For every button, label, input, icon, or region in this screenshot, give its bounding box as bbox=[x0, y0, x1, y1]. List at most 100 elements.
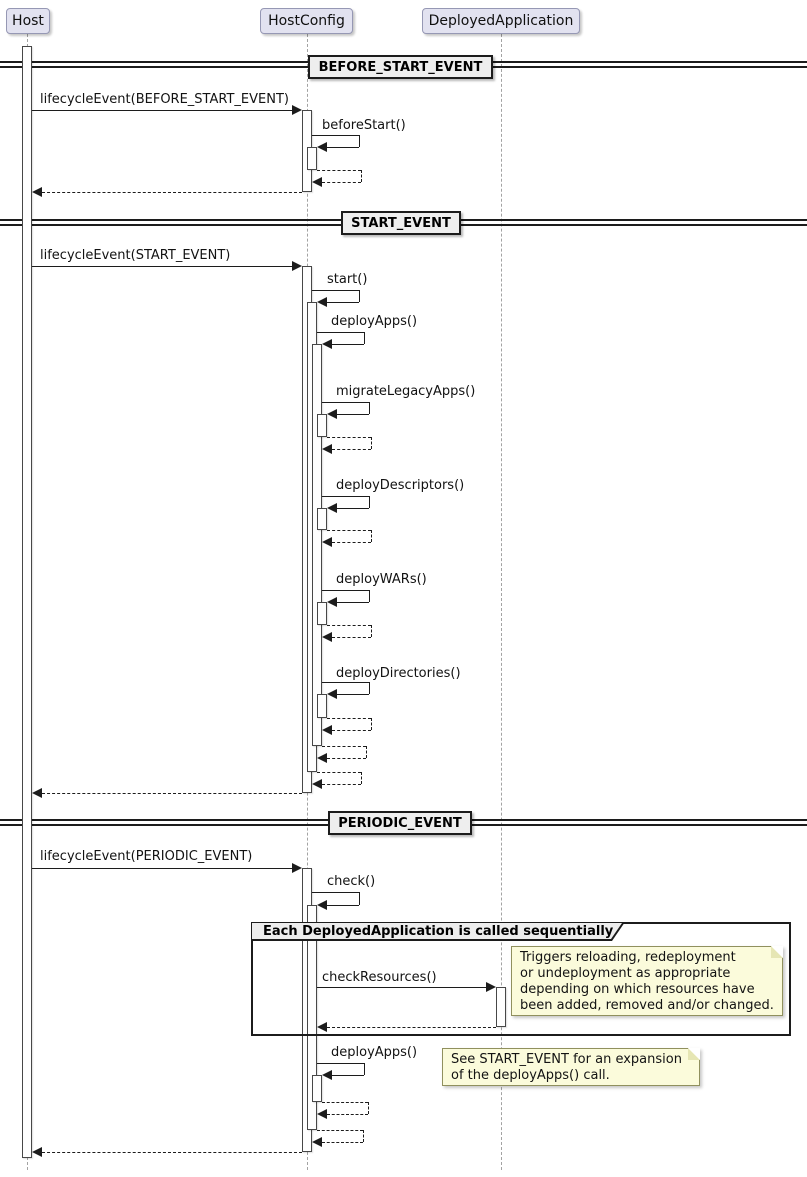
selfreturn-start bbox=[322, 784, 361, 785]
selfreturn-migratelegacyapps bbox=[371, 437, 372, 449]
arrowhead-right-icon bbox=[292, 105, 302, 115]
selfcall-deploydescriptors bbox=[369, 496, 370, 508]
message-label-beforestart: beforeStart() bbox=[322, 118, 406, 133]
selfreturn-deployapps bbox=[322, 746, 366, 747]
selfcall-deploydirectories bbox=[369, 682, 370, 694]
arrow-lifecycle-before-start bbox=[32, 110, 293, 111]
activation-hostconfig-deployapps bbox=[312, 344, 322, 746]
selfcall-beforestart bbox=[359, 135, 360, 147]
participant-deployedapplication: DeployedApplication bbox=[422, 8, 580, 34]
note-line: depending on which resources have bbox=[520, 982, 755, 997]
selfreturn-deploydescriptors bbox=[371, 530, 372, 542]
selfcall-deploywars bbox=[337, 602, 369, 603]
selfreturn-deployapps bbox=[366, 746, 367, 758]
message-label-migratelegacyapps: migrateLegacyApps() bbox=[336, 384, 476, 399]
selfcall-beforestart bbox=[312, 135, 359, 136]
selfcall-deployapps bbox=[317, 332, 364, 333]
selfcall-start bbox=[327, 302, 359, 303]
note-line: been added, removed and/or changed. bbox=[520, 998, 774, 1013]
arrowhead-left-icon bbox=[312, 1137, 322, 1147]
selfreturn-deploydescriptors bbox=[327, 530, 371, 531]
participant-label: DeployedApplication bbox=[428, 13, 574, 29]
arrow-lifecycle-start bbox=[32, 266, 293, 267]
arrowhead-left-icon bbox=[322, 1070, 332, 1080]
divider-label: BEFORE_START_EVENT bbox=[318, 59, 483, 75]
activation-hostconfig-deployapps-periodic bbox=[312, 1075, 322, 1102]
arrowhead-left-icon bbox=[327, 409, 337, 419]
activation-hostconfig-deploydescriptors bbox=[317, 508, 327, 530]
selfcall-deploydescriptors bbox=[322, 496, 369, 497]
divider-label: PERIODIC_EVENT bbox=[338, 815, 462, 831]
selfreturn-migratelegacyapps bbox=[327, 437, 371, 438]
message-label-start: start() bbox=[327, 272, 368, 287]
selfcall-deployapps-periodic bbox=[332, 1075, 364, 1076]
selfcall-deployapps bbox=[364, 332, 365, 344]
selfreturn-check bbox=[317, 1130, 363, 1131]
selfcall-migratelegacyapps bbox=[322, 402, 369, 403]
selfreturn-deploywars bbox=[332, 637, 371, 638]
arrowhead-left-icon bbox=[32, 788, 42, 798]
activation-hostconfig-beforestart bbox=[307, 147, 317, 170]
selfcall-check bbox=[312, 892, 359, 893]
return-checkresources bbox=[327, 1027, 496, 1028]
selfcall-deploydescriptors bbox=[337, 508, 369, 509]
arrowhead-left-icon bbox=[327, 689, 337, 699]
selfreturn-deployapps-periodic bbox=[327, 1114, 368, 1115]
selfreturn-deploydescriptors bbox=[332, 542, 371, 543]
activation-host bbox=[22, 46, 32, 1158]
participant-label: HostConfig bbox=[268, 13, 345, 29]
arrowhead-left-icon bbox=[317, 1109, 327, 1119]
participant-host: Host bbox=[6, 8, 50, 34]
arrow-checkresources bbox=[317, 987, 486, 988]
selfcall-start bbox=[359, 290, 360, 302]
group-header: Each DeployedApplication is called seque… bbox=[252, 923, 622, 939]
arrowhead-left-icon bbox=[322, 339, 332, 349]
selfreturn-deploydirectories bbox=[371, 718, 372, 730]
arrowhead-right-icon bbox=[292, 261, 302, 271]
activation-hostconfig-deploywars bbox=[317, 602, 327, 625]
divider-before-start-event: BEFORE_START_EVENT bbox=[308, 55, 493, 79]
message-label-lifecycle-periodic: lifecycleEvent(PERIODIC_EVENT) bbox=[40, 849, 253, 864]
selfreturn-beforestart bbox=[317, 170, 361, 171]
divider-start-event: START_EVENT bbox=[341, 211, 461, 235]
arrowhead-left-icon bbox=[317, 297, 327, 307]
selfcall-deploywars bbox=[369, 590, 370, 602]
selfreturn-deployapps-periodic bbox=[322, 1102, 368, 1103]
selfcall-deployapps-periodic bbox=[317, 1063, 364, 1064]
arrowhead-left-icon bbox=[317, 900, 327, 910]
activation-hostconfig-migratelegacyapps bbox=[317, 414, 327, 437]
group-frame-sequential: Each DeployedApplication is called seque… bbox=[251, 922, 791, 1036]
arrowhead-left-icon bbox=[32, 1147, 42, 1157]
message-label-lifecycle-start: lifecycleEvent(START_EVENT) bbox=[40, 248, 231, 263]
selfreturn-start bbox=[361, 772, 362, 784]
arrowhead-left-icon bbox=[322, 632, 332, 642]
activation-hostconfig-deploydirectories bbox=[317, 694, 327, 718]
divider-label: START_EVENT bbox=[351, 215, 451, 231]
arrowhead-left-icon bbox=[312, 177, 322, 187]
arrowhead-left-icon bbox=[322, 444, 332, 454]
note-checkresources: Triggers reloading, redeployment or unde… bbox=[511, 946, 783, 1016]
message-label-deploydirectories: deployDirectories() bbox=[336, 666, 461, 681]
message-label-deployapps: deployApps() bbox=[331, 314, 418, 329]
selfreturn-deploywars bbox=[327, 625, 371, 626]
message-label-check: check() bbox=[327, 874, 376, 889]
selfcall-start bbox=[312, 290, 359, 291]
selfcall-deployapps-periodic bbox=[364, 1063, 365, 1075]
selfreturn-deploywars bbox=[371, 625, 372, 637]
selfreturn-migratelegacyapps bbox=[332, 449, 371, 450]
message-label-lifecycle-before-start: lifecycleEvent(BEFORE_START_EVENT) bbox=[40, 92, 289, 107]
note-line: of the deployApps() call. bbox=[451, 1068, 610, 1083]
selfcall-deploydirectories bbox=[337, 694, 369, 695]
message-label-deploydescriptors: deployDescriptors() bbox=[336, 478, 465, 493]
selfreturn-check bbox=[322, 1142, 363, 1143]
return-lifecycle-periodic bbox=[42, 1152, 302, 1153]
selfcall-beforestart bbox=[327, 147, 359, 148]
arrowhead-left-icon bbox=[322, 537, 332, 547]
note-line: See START_EVENT for an expansion bbox=[451, 1052, 682, 1067]
selfcall-deploywars bbox=[322, 590, 369, 591]
selfreturn-deploydirectories bbox=[332, 730, 371, 731]
participant-label: Host bbox=[12, 13, 44, 29]
divider-periodic-event: PERIODIC_EVENT bbox=[328, 811, 472, 835]
selfcall-deployapps bbox=[332, 344, 364, 345]
message-label-deployapps-periodic: deployApps() bbox=[331, 1045, 418, 1060]
